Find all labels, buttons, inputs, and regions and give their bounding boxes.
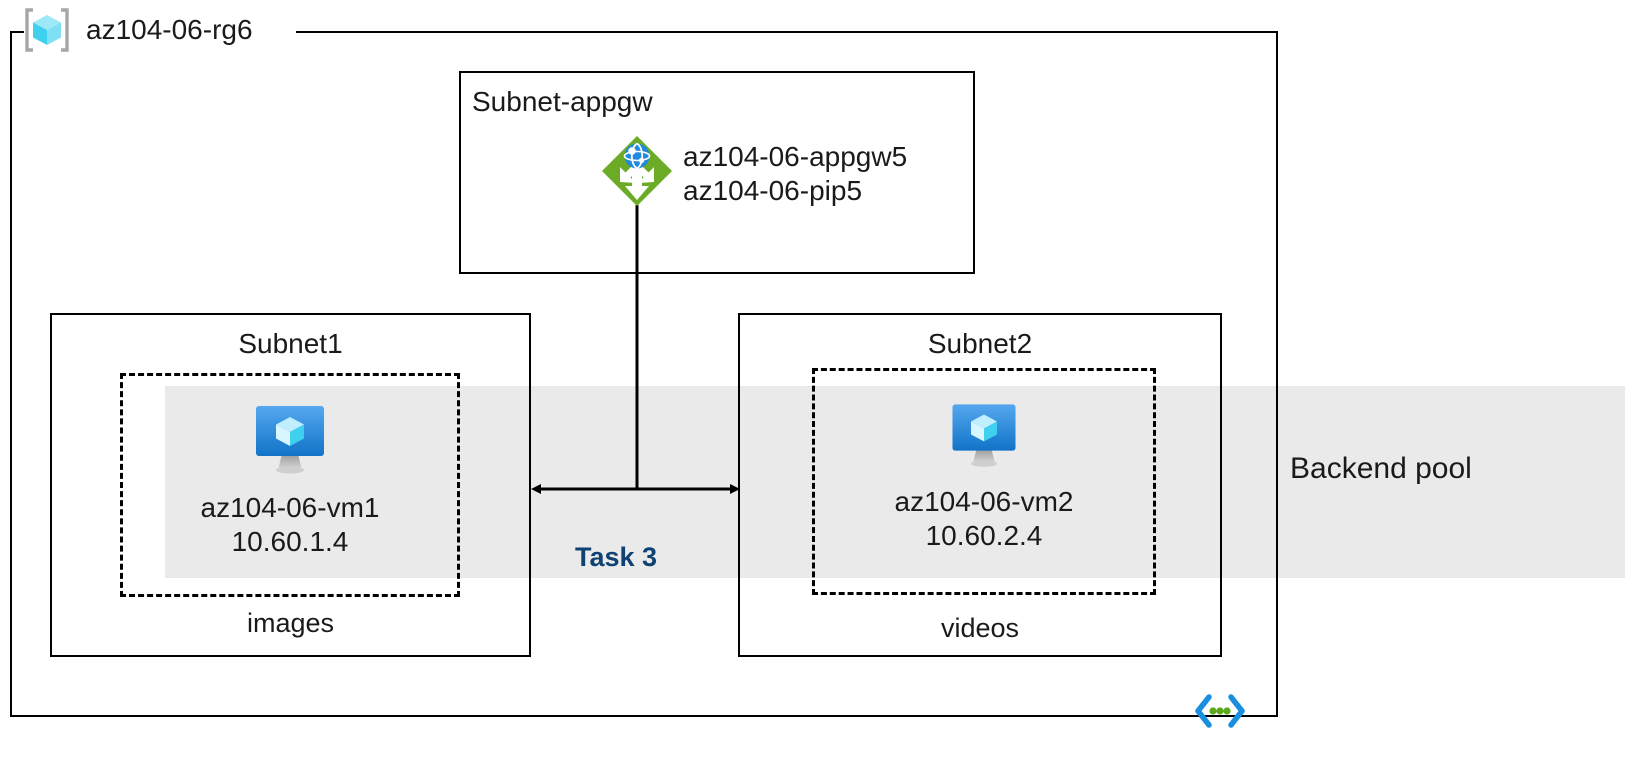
vm1-name: az104-06-vm1: [200, 492, 380, 523]
subnet2-vm-block: az104-06-vm2 10.60.2.4: [812, 398, 1156, 553]
resource-group-name: az104-06-rg6: [86, 14, 253, 45]
vm2-name: az104-06-vm2: [894, 486, 1074, 517]
backend-pool-band: [165, 386, 1625, 578]
backend-pool-label: Backend pool: [1290, 452, 1472, 485]
subnet1-caption: images: [246, 608, 335, 638]
virtual-machine-icon: [812, 398, 1156, 475]
code-template-icon: [1194, 691, 1246, 731]
vm1-ip: 10.60.1.4: [231, 526, 349, 558]
virtual-machine-icon: [120, 400, 460, 481]
subnet1-title: Subnet1: [238, 328, 343, 359]
public-ip-name: az104-06-pip5: [683, 175, 863, 207]
task-3-label: Task 3: [575, 542, 658, 572]
subnet-appgw-box: [459, 71, 975, 274]
appgw-resource-labels: az104-06-appgw5 az104-06-pip5: [683, 140, 907, 209]
subnet1-vm-block: az104-06-vm1 10.60.1.4: [120, 400, 460, 559]
subnet2-vm-group-dashed-border: [812, 368, 1156, 595]
vm2-ip: 10.60.2.4: [925, 520, 1043, 552]
resource-group-cube-icon: [22, 6, 72, 54]
appgw-name: az104-06-appgw5: [683, 141, 908, 172]
subnet2-title: Subnet2: [927, 328, 1033, 359]
resource-group-border: [10, 31, 1278, 717]
application-gateway-icon: [600, 134, 674, 208]
subnet1-vm-group-dashed-border: [120, 373, 460, 597]
subnet2-caption: videos: [940, 613, 1020, 643]
subnet-appgw-title: Subnet-appgw: [472, 86, 653, 117]
subnet1-box: [50, 313, 531, 657]
resource-group-title-gap: [24, 18, 296, 48]
